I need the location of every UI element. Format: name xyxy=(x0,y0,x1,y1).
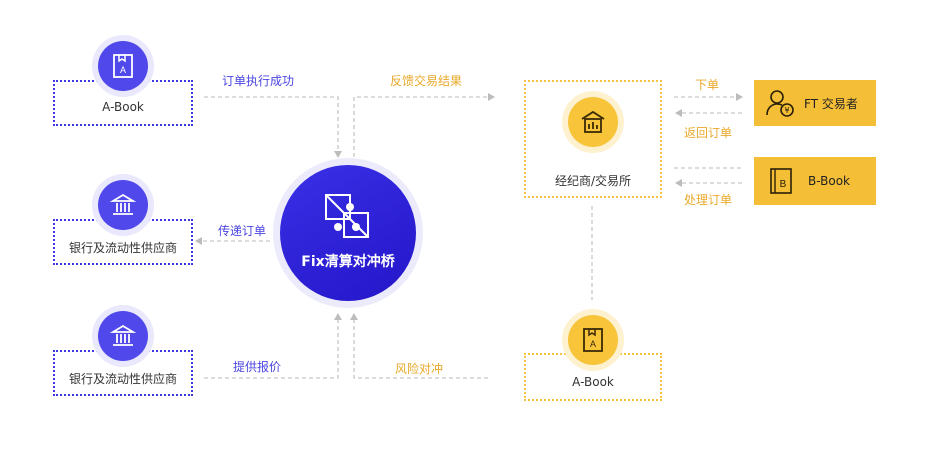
svg-text:A: A xyxy=(120,65,126,75)
edge-label-process-order: 处理订单 xyxy=(684,193,733,207)
edge-label-provide-quote: 提供报价 xyxy=(233,360,282,374)
svg-text:A: A xyxy=(590,339,596,349)
line-bank-to-hub xyxy=(204,313,342,379)
node-broker-exchange: 经纪商/交易所 xyxy=(524,80,662,198)
book-b-icon: B xyxy=(770,168,792,194)
svg-text:B: B xyxy=(780,179,787,190)
card-ft-trader-label: FT 交易者 xyxy=(804,97,858,111)
node-abook-left-label: A-Book xyxy=(102,100,144,114)
node-bank-bottom-label: 银行及流动性供应商 xyxy=(68,372,177,386)
book-a-icon: A xyxy=(98,41,148,91)
line-abook-to-hub xyxy=(204,96,342,158)
edge-label-order-exec-success: 订单执行成功 xyxy=(222,74,295,88)
bank-icon xyxy=(98,180,148,230)
line-hedge-to-hub xyxy=(350,313,488,379)
book-a-icon: A xyxy=(568,315,618,365)
fix-clearing-bridge-hub: Fix清算对冲桥 xyxy=(280,165,416,301)
exchange-building-icon xyxy=(568,97,618,147)
node-broker-exchange-label: 经纪商/交易所 xyxy=(554,174,632,188)
line-hub-to-broker xyxy=(353,93,495,157)
edge-label-return-order: 返回订单 xyxy=(684,126,733,140)
node-abook-right-label: A-Book xyxy=(572,375,614,389)
bridge-network-icon xyxy=(325,194,369,238)
svg-text:¥: ¥ xyxy=(784,106,789,115)
hub-title: Fix清算对冲桥 xyxy=(301,254,395,270)
card-b-book: B B-Book xyxy=(754,157,876,205)
trader-icon: ¥ xyxy=(766,90,794,117)
card-ft-trader: ¥ FT 交易者 xyxy=(754,80,876,126)
edge-label-place-order: 下单 xyxy=(695,78,720,92)
card-b-book-label: B-Book xyxy=(808,174,850,188)
edge-label-feedback-result: 反馈交易结果 xyxy=(390,74,463,88)
node-bank-middle-label: 银行及流动性供应商 xyxy=(68,241,177,255)
edge-label-pass-order: 传递订单 xyxy=(218,224,267,238)
bank-icon xyxy=(98,311,148,361)
edge-label-risk-hedge: 风险对冲 xyxy=(395,362,444,376)
